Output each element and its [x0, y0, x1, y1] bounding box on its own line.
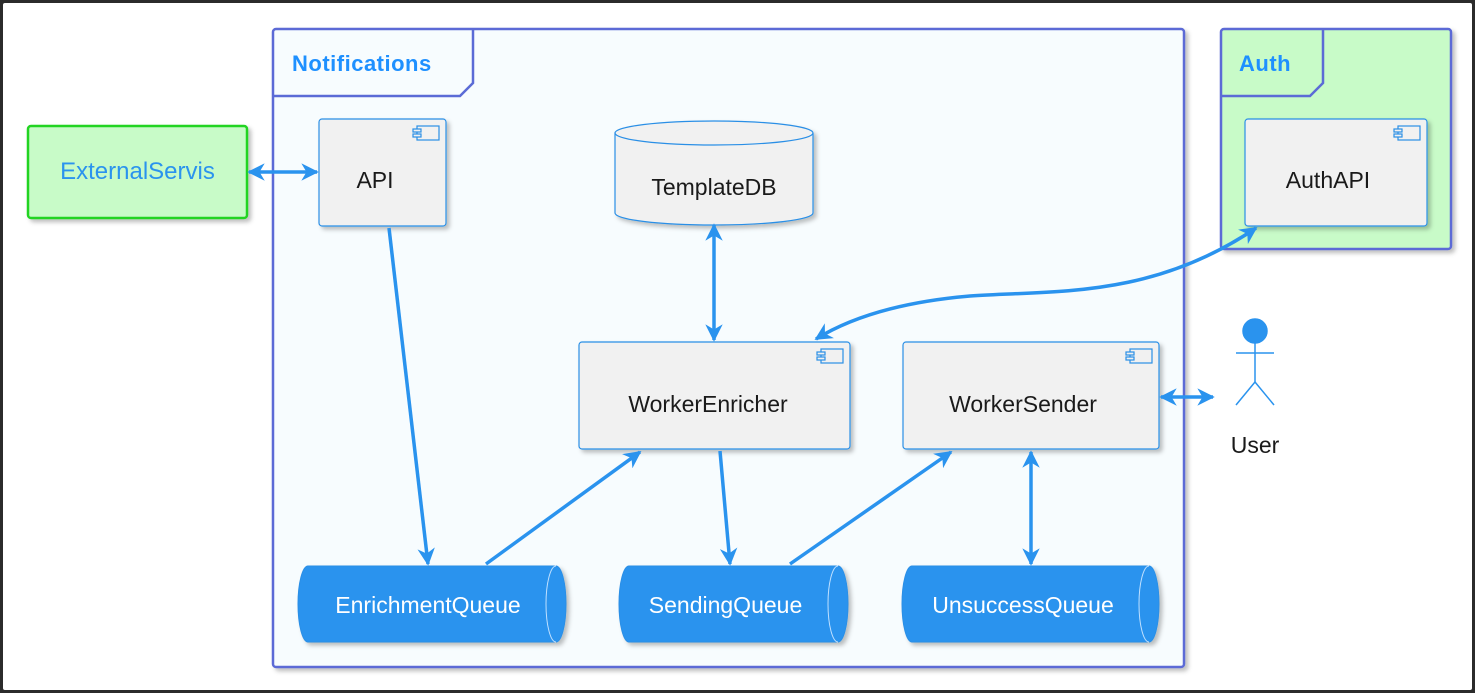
arrow-enricher-sending [718, 450, 738, 566]
sending-queue-shape[interactable] [618, 565, 849, 643]
auth-api-component[interactable] [1244, 118, 1428, 227]
diagram-canvas: Notifications Auth ExternalServis API Te… [3, 3, 1472, 690]
api-component[interactable] [318, 118, 447, 227]
worker-sender-component[interactable] [902, 341, 1160, 450]
component-icon [1125, 348, 1153, 364]
component-icon [816, 348, 844, 364]
enrichment-queue-shape[interactable] [297, 565, 567, 643]
component-icon [412, 125, 440, 141]
external-service-box[interactable] [26, 124, 249, 220]
worker-sender-label: WorkerSender [949, 390, 1097, 417]
component-icon [1393, 125, 1421, 141]
sending-queue-label: SendingQueue [648, 591, 803, 618]
notifications-package-title: Notifications [292, 51, 432, 76]
worker-enricher-component[interactable] [578, 341, 851, 450]
external-service-label: ExternalServis [60, 158, 215, 185]
arrow-authapi-enricher [814, 226, 1258, 341]
arrow-api-enrichment [387, 227, 435, 566]
user-label: User [1230, 431, 1280, 458]
arrow-enrichment-enricher [484, 450, 642, 566]
api-label: API [356, 166, 394, 193]
arrow-sending-sender [789, 450, 953, 566]
worker-enricher-label: WorkerEnricher [628, 390, 788, 417]
unsuccess-queue-label: UnsuccessQueue [932, 591, 1114, 618]
auth-package-title: Auth [1239, 51, 1292, 76]
unsuccess-queue-shape[interactable] [901, 565, 1160, 643]
actor-icon [1235, 318, 1275, 406]
enrichment-queue-label: EnrichmentQueue [335, 591, 521, 618]
auth-api-label: AuthAPI [1285, 166, 1371, 193]
template-db-label: TemplateDB [651, 173, 777, 200]
